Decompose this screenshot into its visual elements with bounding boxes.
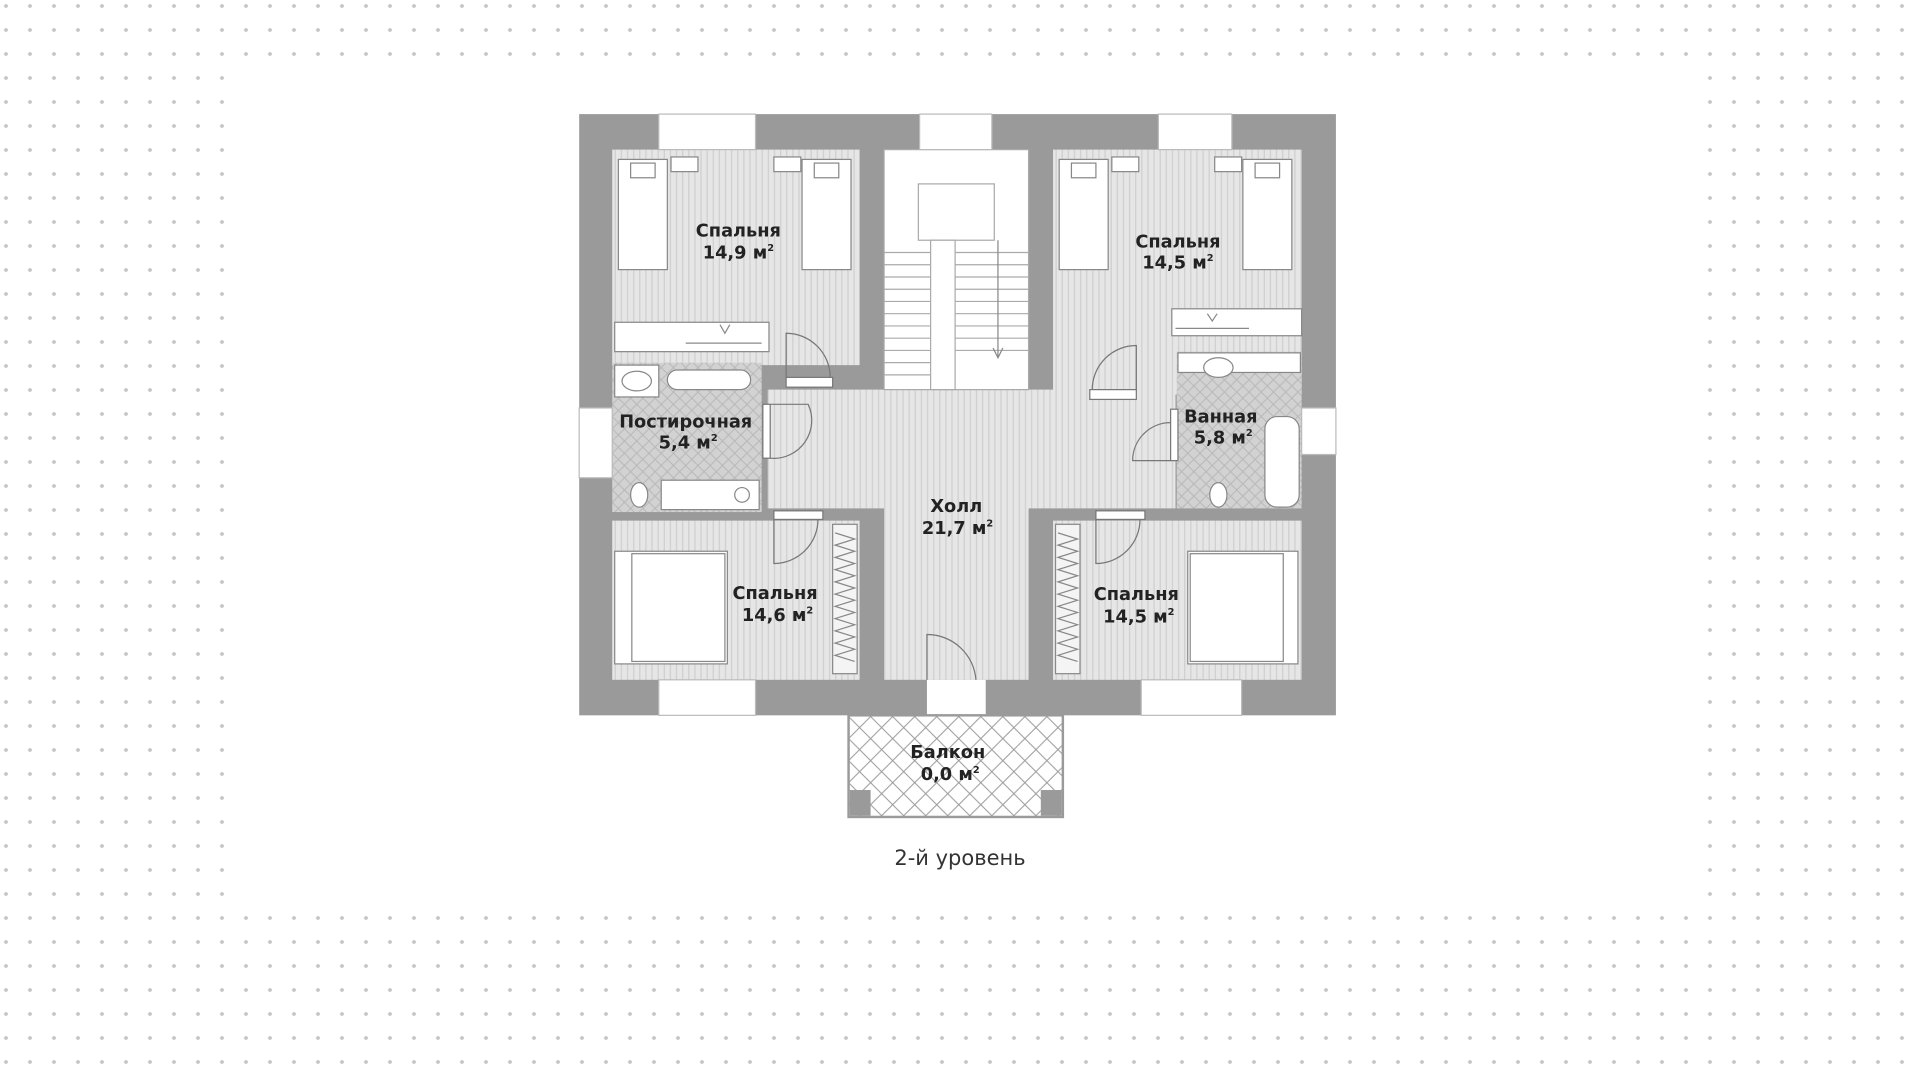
svg-text:21,7 м2: 21,7 м2 — [922, 519, 993, 539]
svg-text:14,5 м2: 14,5 м2 — [1142, 253, 1213, 273]
svg-text:5,8 м2: 5,8 м2 — [1194, 428, 1253, 448]
label-bedroom-bl-area: 14,6 м — [742, 606, 806, 626]
label-bedroom-tl-name: Спальня — [696, 222, 781, 242]
windows — [578, 113, 1337, 716]
unit-sup: 2 — [1168, 607, 1175, 618]
unit-sup: 2 — [1207, 253, 1214, 264]
unit-sup: 2 — [711, 433, 718, 444]
svg-text:Холл: Холл — [930, 497, 982, 517]
unit-sup: 2 — [973, 765, 980, 776]
svg-text:0,0 м2: 0,0 м2 — [921, 765, 980, 785]
label-bedroom-br-area: 14,5 м — [1103, 607, 1167, 627]
svg-text:14,6 м2: 14,6 м2 — [742, 606, 813, 626]
label-bedroom-bl-name: Спальня — [733, 584, 818, 604]
label-bathroom-area: 5,8 м — [1194, 428, 1246, 448]
doors — [762, 332, 1179, 680]
label-laundry-name: Постирочная — [619, 413, 752, 433]
svg-text:Спальня: Спальня — [733, 584, 818, 604]
svg-text:Ванная: Ванная — [1184, 408, 1257, 428]
balcony-post-right — [1040, 790, 1062, 816]
unit-sup: 2 — [986, 519, 993, 530]
staircase — [883, 149, 1030, 391]
floor-caption: 2-й уровень — [894, 846, 1026, 870]
unit-sup: 2 — [1246, 428, 1253, 439]
label-balcony-area: 0,0 м — [921, 765, 973, 785]
label-bedroom-br-name: Спальня — [1094, 585, 1179, 605]
label-bedroom-tr-area: 14,5 м — [1142, 253, 1206, 273]
label-bedroom-tl-area: 14,9 м — [703, 244, 767, 264]
furniture — [614, 156, 1303, 675]
balcony-door — [926, 679, 986, 716]
balcony-post-left — [849, 790, 871, 816]
svg-text:Спальня: Спальня — [1135, 233, 1220, 253]
svg-text:Постирочная: Постирочная — [619, 413, 752, 433]
label-bathroom-name: Ванная — [1184, 408, 1257, 428]
label-hall-name: Холл — [930, 497, 982, 517]
svg-text:Спальня: Спальня — [696, 222, 781, 242]
label-laundry-area: 5,4 м — [659, 433, 711, 453]
svg-text:Спальня: Спальня — [1094, 585, 1179, 605]
label-balcony-name: Балкон — [910, 743, 985, 763]
svg-text:Балкон: Балкон — [910, 743, 985, 763]
svg-text:14,9 м2: 14,9 м2 — [703, 243, 774, 263]
svg-text:14,5 м2: 14,5 м2 — [1103, 607, 1174, 627]
unit-sup: 2 — [767, 243, 774, 254]
label-bedroom-tr-name: Спальня — [1135, 233, 1220, 253]
room-balcony — [847, 714, 1065, 819]
room-labels: Спальня 14,9 м2 Спальня 14,5 м2 Постироч… — [619, 222, 1257, 786]
svg-text:5,4 м2: 5,4 м2 — [659, 433, 718, 453]
unit-sup: 2 — [806, 606, 813, 617]
label-hall-area: 21,7 м — [922, 519, 986, 539]
room-hall-vertical — [884, 355, 1029, 680]
